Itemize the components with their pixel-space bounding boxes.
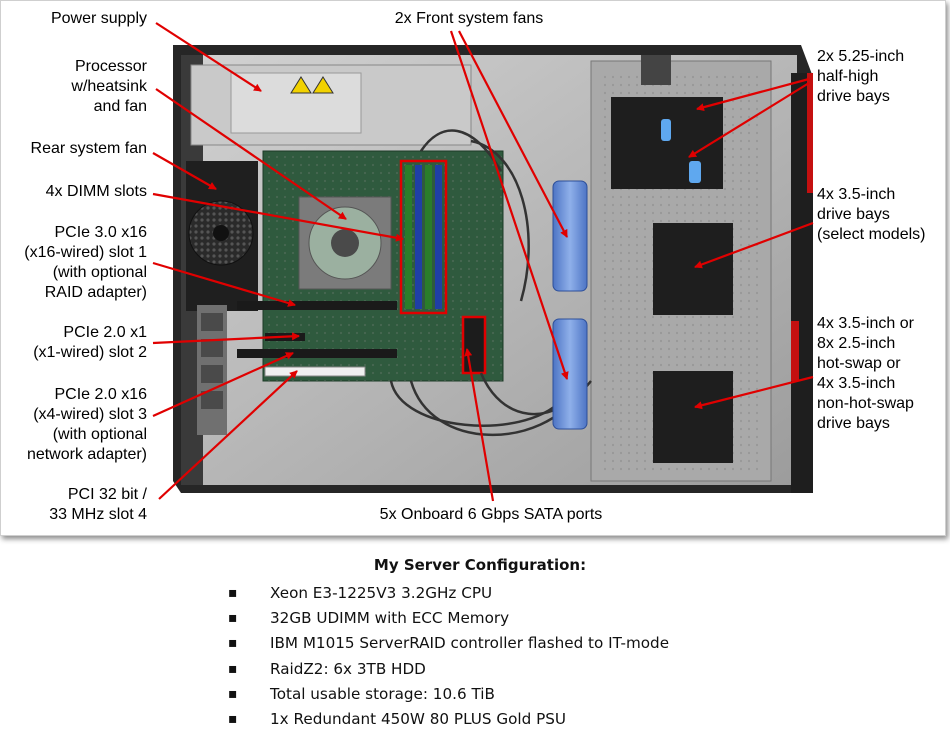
warning-label-icon [290, 76, 312, 94]
label-hotswap-bays: 4x 3.5-inch or 8x 2.5-inch hot-swap or 4… [817, 315, 914, 432]
label-power-supply: Power supply [50, 10, 147, 27]
hdd-cage-upper [653, 223, 733, 315]
config-item: RaidZ2: 6x 3TB HDD [228, 657, 669, 682]
label-pcie-slot1: PCIe 3.0 x16 (x16-wired) slot 1 (with op… [24, 224, 147, 301]
config-item: 32GB UDIMM with ECC Memory [228, 606, 669, 631]
arrow-processor [155, 88, 347, 220]
front-fan-upper [552, 180, 588, 292]
label-front-fans: 2x Front system fans [394, 10, 544, 27]
arrow-pcie-slot3 [152, 351, 294, 418]
label-pci-slot4: PCI 32 bit / 33 MHz slot 4 [49, 486, 147, 523]
slot-brackets [197, 305, 227, 435]
pcie-slot-1 [237, 301, 397, 310]
arrow-525-bay-upper [696, 77, 810, 112]
arrow-power-supply [155, 22, 262, 92]
arrow-sata-ports [464, 348, 495, 502]
motherboard [237, 150, 504, 382]
arrow-pci-slot4 [158, 370, 298, 500]
arrow-dimm [152, 192, 404, 242]
config-list: Xeon E3-1225V3 3.2GHz CPU 32GB UDIMM wit… [228, 581, 669, 732]
hdd-cage-lower [653, 371, 733, 463]
fan-hub-icon [213, 225, 229, 241]
label-525-bays: 2x 5.25-inch half-high drive bays [817, 48, 905, 105]
power-supply [190, 64, 472, 146]
config-title: My Server Configuration: [373, 556, 587, 574]
label-rear-fan: Rear system fan [30, 140, 147, 157]
label-pcie-slot2: PCIe 2.0 x1 (x1-wired) slot 2 [33, 324, 147, 361]
config-item: 1x Redundant 450W 80 PLUS Gold PSU [228, 707, 669, 732]
arrow-pcie-slot1 [152, 261, 296, 307]
front-fan-lower [552, 318, 588, 430]
label-35-bays: 4x 3.5-inch drive bays (select models) [817, 186, 926, 243]
annotation-arrows [152, 22, 814, 502]
front-system-fans [552, 180, 588, 430]
arrow-hotswap-bays [694, 375, 814, 410]
arrow-rear-fan [152, 152, 217, 190]
arrow-front-fan-upper [458, 30, 568, 238]
cpu-fan-icon [331, 229, 359, 257]
arrow-pcie-slot2 [152, 332, 300, 345]
server-diagram [152, 22, 814, 502]
optical-bay-cage [611, 97, 723, 189]
config-item: IBM M1015 ServerRAID controller flashed … [228, 631, 669, 656]
label-pcie-slot3: PCIe 2.0 x16 (x4-wired) slot 3 (with opt… [26, 386, 147, 463]
drive-bays [611, 97, 733, 463]
bay-release-tab-icon [661, 119, 671, 141]
pcie-slot-3 [237, 349, 397, 358]
label-processor: Processor w/heatsink and fan [71, 58, 147, 115]
diagram-frame: Power supply Processor w/heatsink and fa… [0, 0, 946, 536]
config-item: Total usable storage: 10.6 TiB [228, 682, 669, 707]
pci-slot-4 [264, 366, 366, 377]
label-sata-ports: 5x Onboard 6 Gbps SATA ports [379, 506, 603, 523]
arrow-front-fan-lower [449, 30, 569, 380]
arrow-35-bays [694, 221, 814, 269]
bay-latch-icon [641, 55, 671, 85]
sata-ports-highlight-box [461, 315, 487, 375]
arrow-525-bay-lower [688, 82, 810, 158]
label-dimm-slots: 4x DIMM slots [45, 183, 147, 200]
config-item: Xeon E3-1225V3 3.2GHz CPU [228, 581, 669, 606]
front-bezel-accent [807, 73, 813, 193]
rear-system-fan [186, 161, 258, 311]
